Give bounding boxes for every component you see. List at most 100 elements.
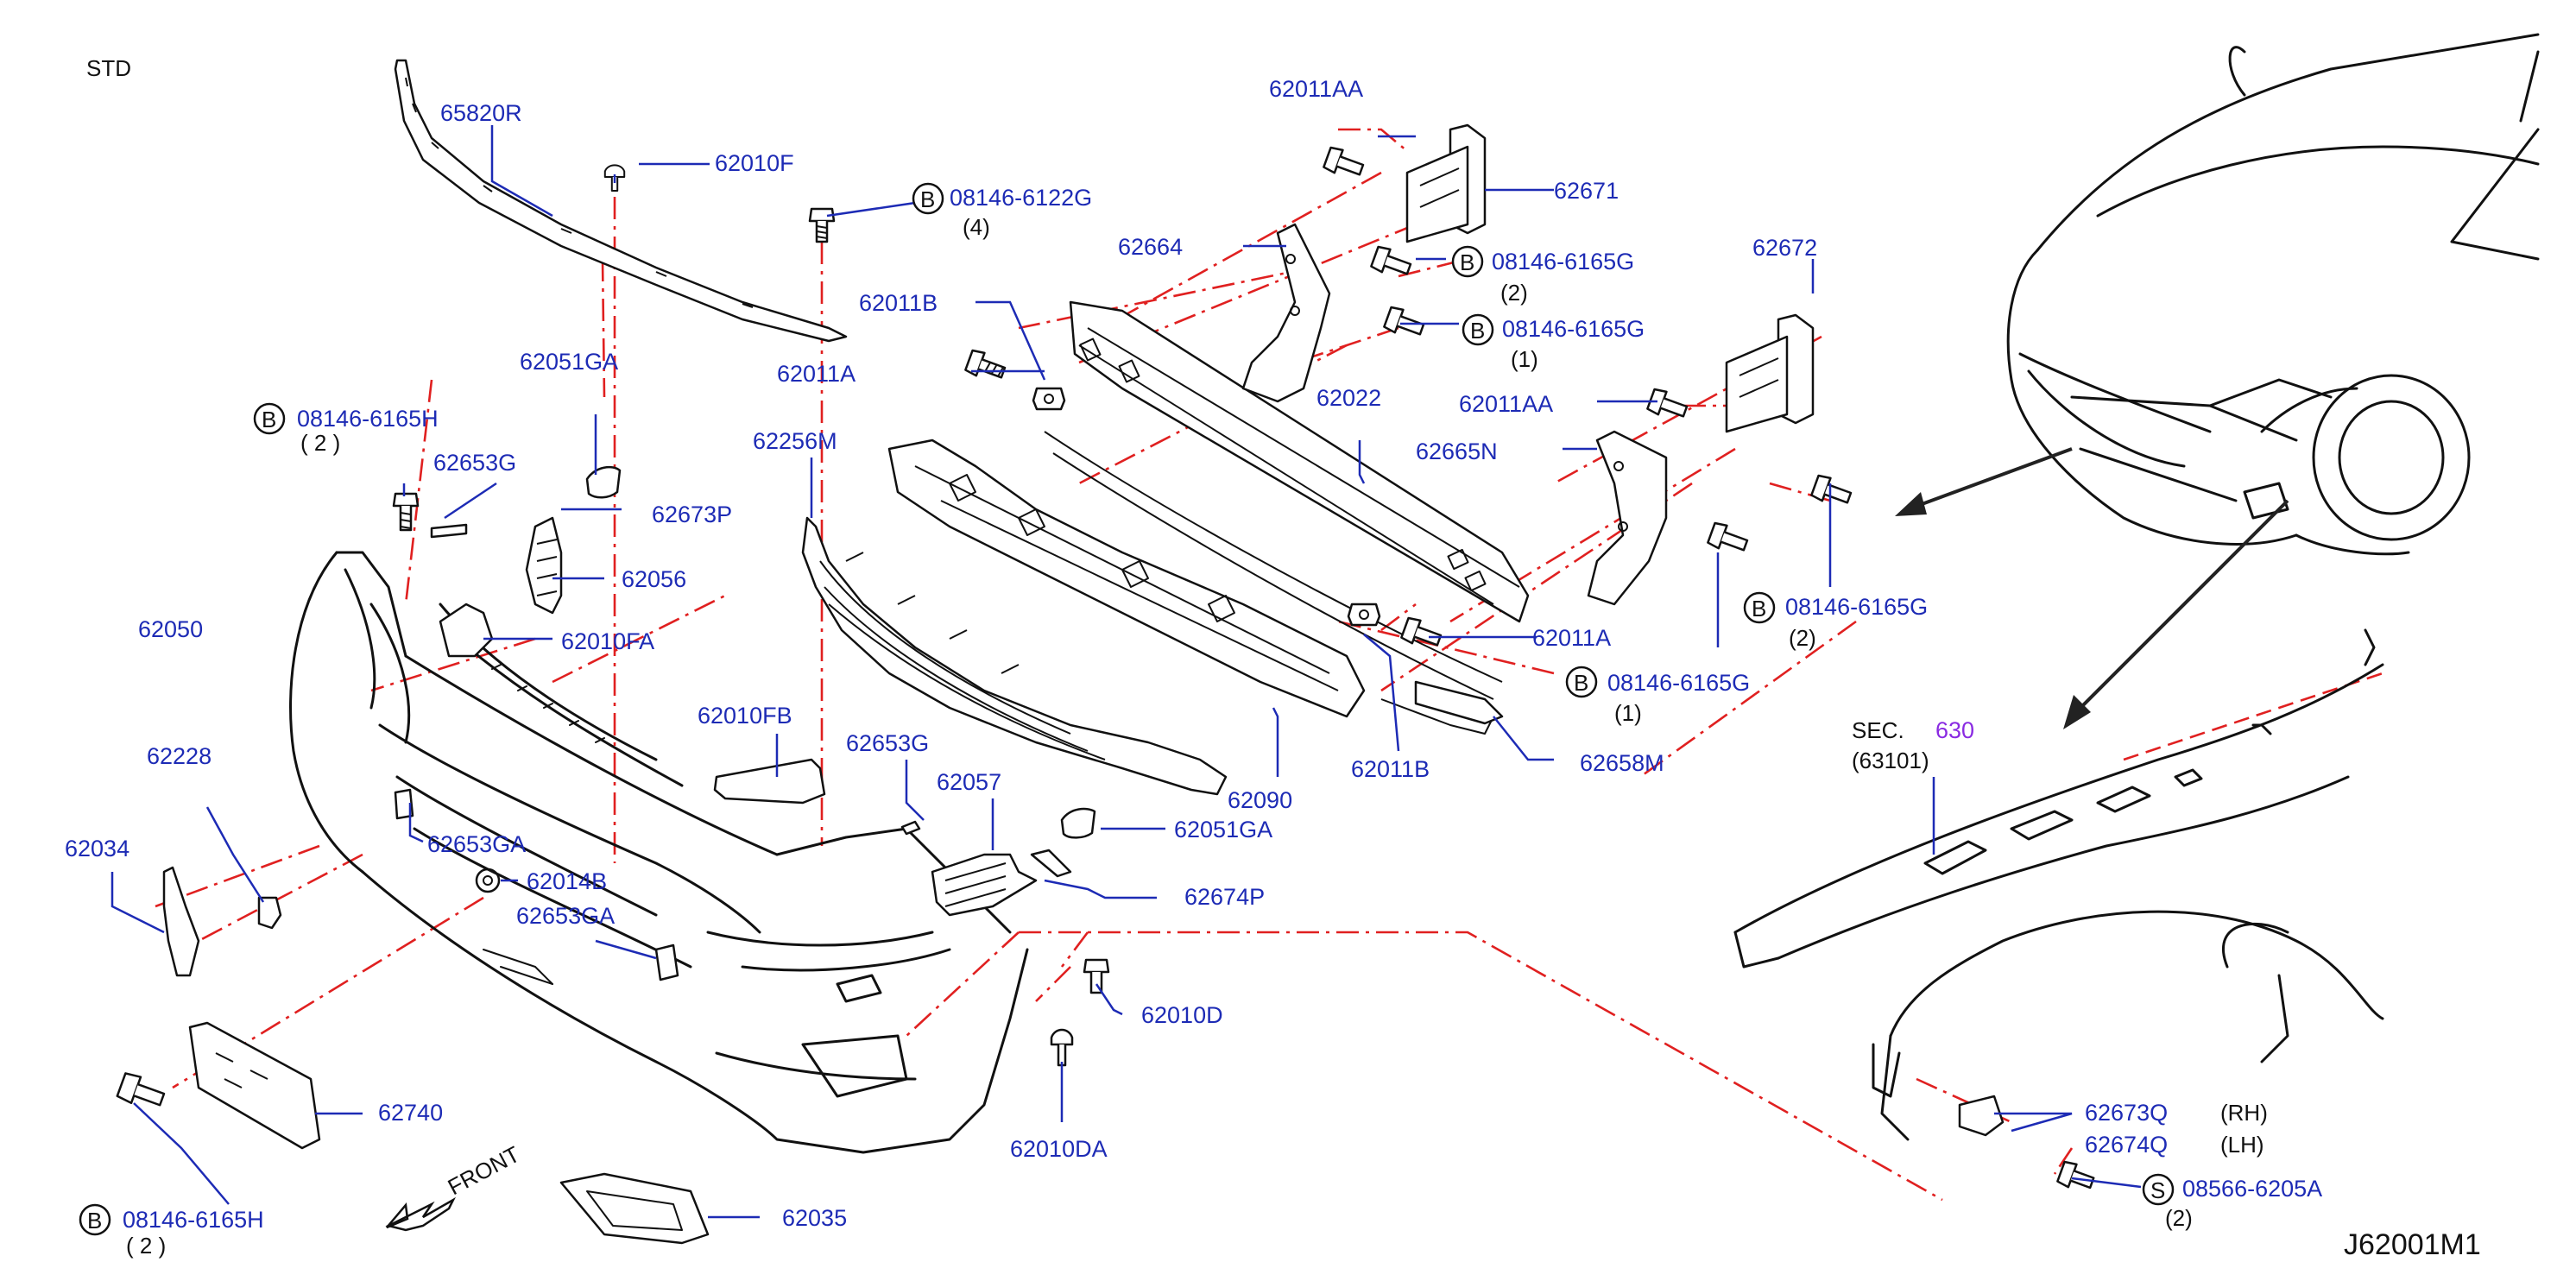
label-08146-6122G: 08146-6122G [950, 185, 1092, 211]
marker-b: B [87, 1208, 102, 1234]
label-62256M: 62256M [753, 428, 837, 454]
label-62653GA-a: 62653GA [427, 831, 526, 857]
diagram-title: STD [86, 55, 131, 81]
circle-markers: B B B B B B B S [79, 182, 2175, 1236]
label-62035: 62035 [782, 1205, 847, 1231]
bracket-62671 [1405, 123, 1487, 243]
label-62011B-bot: 62011B [1351, 756, 1430, 782]
label-08146-6165G-d: 08146-6165G [1607, 670, 1750, 696]
label-qty-2-top: ( 2 ) [300, 430, 340, 456]
marker-b: B [920, 186, 935, 212]
clip-62051GA-top [585, 465, 622, 499]
label-62665N: 62665N [1416, 439, 1498, 464]
label-08566-6205A: 08566-6205A [2182, 1176, 2322, 1202]
label-62664: 62664 [1118, 234, 1183, 260]
bolt-icons [116, 146, 2095, 1190]
bumper-reinforcement [1044, 300, 1530, 700]
bracket-62010FB [713, 758, 826, 805]
label-65820R: 65820R [440, 100, 522, 126]
bracket-62673Q [1958, 1095, 2005, 1137]
label-qty-1-b: (1) [1511, 346, 1538, 372]
label-62653G-left: 62653G [433, 450, 516, 476]
marker-b: B [1752, 596, 1766, 622]
label-08146-6165G-b: 08146-6165G [1502, 316, 1645, 342]
label-62011B-top: 62011B [859, 290, 938, 316]
bumper-fascia [289, 551, 1029, 1154]
section-reference[interactable]: SEC. 630 (63101) [1852, 717, 1974, 773]
section-link-630[interactable]: 630 [1935, 717, 1974, 743]
label-62658M: 62658M [1580, 750, 1664, 776]
label-62011AA-mid: 62011AA [1459, 391, 1553, 417]
label-qty-2-s: (2) [2165, 1205, 2193, 1231]
marker-s: S [2150, 1177, 2165, 1203]
label-62050: 62050 [138, 616, 203, 642]
label-62034: 62034 [65, 836, 129, 861]
label-62228: 62228 [147, 743, 212, 769]
bracket-62665N [1587, 430, 1668, 606]
bracket-62658M [1414, 680, 1504, 725]
label-62673Q: 62673Q [2085, 1100, 2168, 1126]
bracket-62034 [162, 866, 200, 977]
label-08146-6165H-top: 08146-6165H [297, 406, 439, 432]
pad-62653GA [394, 788, 679, 981]
label-62010FA: 62010FA [561, 628, 654, 654]
bracket-62056 [525, 516, 563, 615]
bracket-62057 [931, 853, 1038, 917]
section-prefix: SEC. [1852, 717, 1904, 743]
label-62022: 62022 [1316, 385, 1381, 411]
label-rh: (RH) [2220, 1100, 2268, 1126]
label-62056: 62056 [622, 566, 686, 592]
label-62011A-mid: 62011A [1532, 625, 1611, 651]
label-62653G-mid: 62653G [846, 730, 929, 756]
label-62010F: 62010F [715, 150, 794, 176]
leader-lines [110, 125, 2142, 1219]
marker-b: B [262, 407, 276, 432]
vehicle-outline [2006, 33, 2540, 556]
marker-b: B [1574, 670, 1588, 696]
seal-62674P [1030, 849, 1072, 878]
label-qty-2-a: (2) [1500, 280, 1528, 306]
plate-62740 [188, 1021, 321, 1150]
label-62014B: 62014B [527, 868, 607, 894]
label-62674P: 62674P [1184, 884, 1265, 910]
label-qty-4: (4) [963, 214, 990, 240]
label-08146-6165G-a: 08146-6165G [1492, 249, 1634, 274]
label-62674Q: 62674Q [2085, 1132, 2168, 1158]
label-lh: (LH) [2220, 1132, 2264, 1158]
marker-b: B [1470, 318, 1485, 344]
label-qty-2-bot: ( 2 ) [126, 1233, 166, 1259]
label-62010DA: 62010DA [1010, 1136, 1108, 1162]
label-62011AA-top: 62011AA [1269, 76, 1363, 102]
label-62051GA-top: 62051GA [520, 349, 618, 375]
label-62010D: 62010D [1141, 1002, 1223, 1028]
pad-62653G [430, 523, 921, 836]
label-62051GA-bot: 62051GA [1174, 817, 1272, 842]
clip-62051GA-bot [1060, 807, 1096, 839]
fender-part [1733, 628, 2384, 1141]
label-62673P: 62673P [652, 502, 732, 527]
drawing-code: J62001M1 [2344, 1228, 2481, 1261]
label-qty-2-c: (2) [1789, 625, 1816, 651]
label-62010FB: 62010FB [698, 703, 792, 729]
assembly-lines [155, 128, 2383, 1202]
label-62011A-top: 62011A [777, 361, 856, 387]
bracket-62672 [1725, 313, 1815, 433]
energy-absorber [887, 439, 1494, 735]
section-sub: (63101) [1852, 748, 1929, 773]
label-08146-6165H-bot: 08146-6165H [123, 1207, 264, 1233]
label-62672: 62672 [1752, 235, 1817, 261]
bracket-62228 [257, 896, 282, 930]
front-label: FRONT [444, 1141, 524, 1201]
marker-b: B [1460, 249, 1474, 275]
label-62653GA-b: 62653GA [516, 903, 615, 929]
label-62740: 62740 [378, 1100, 443, 1126]
molding-65820R [394, 59, 848, 343]
part-labels: 65820R 62010F 08146-6122G (4) 62011AA 62… [65, 76, 2322, 1259]
grille-62256M [801, 516, 1228, 796]
foglamp-bezel-62035 [559, 1172, 710, 1245]
direction-arrows [1895, 447, 2289, 729]
label-08146-6165G-c: 08146-6165G [1785, 594, 1928, 620]
label-62057: 62057 [937, 769, 1001, 795]
front-arrow: FRONT [385, 1141, 524, 1232]
